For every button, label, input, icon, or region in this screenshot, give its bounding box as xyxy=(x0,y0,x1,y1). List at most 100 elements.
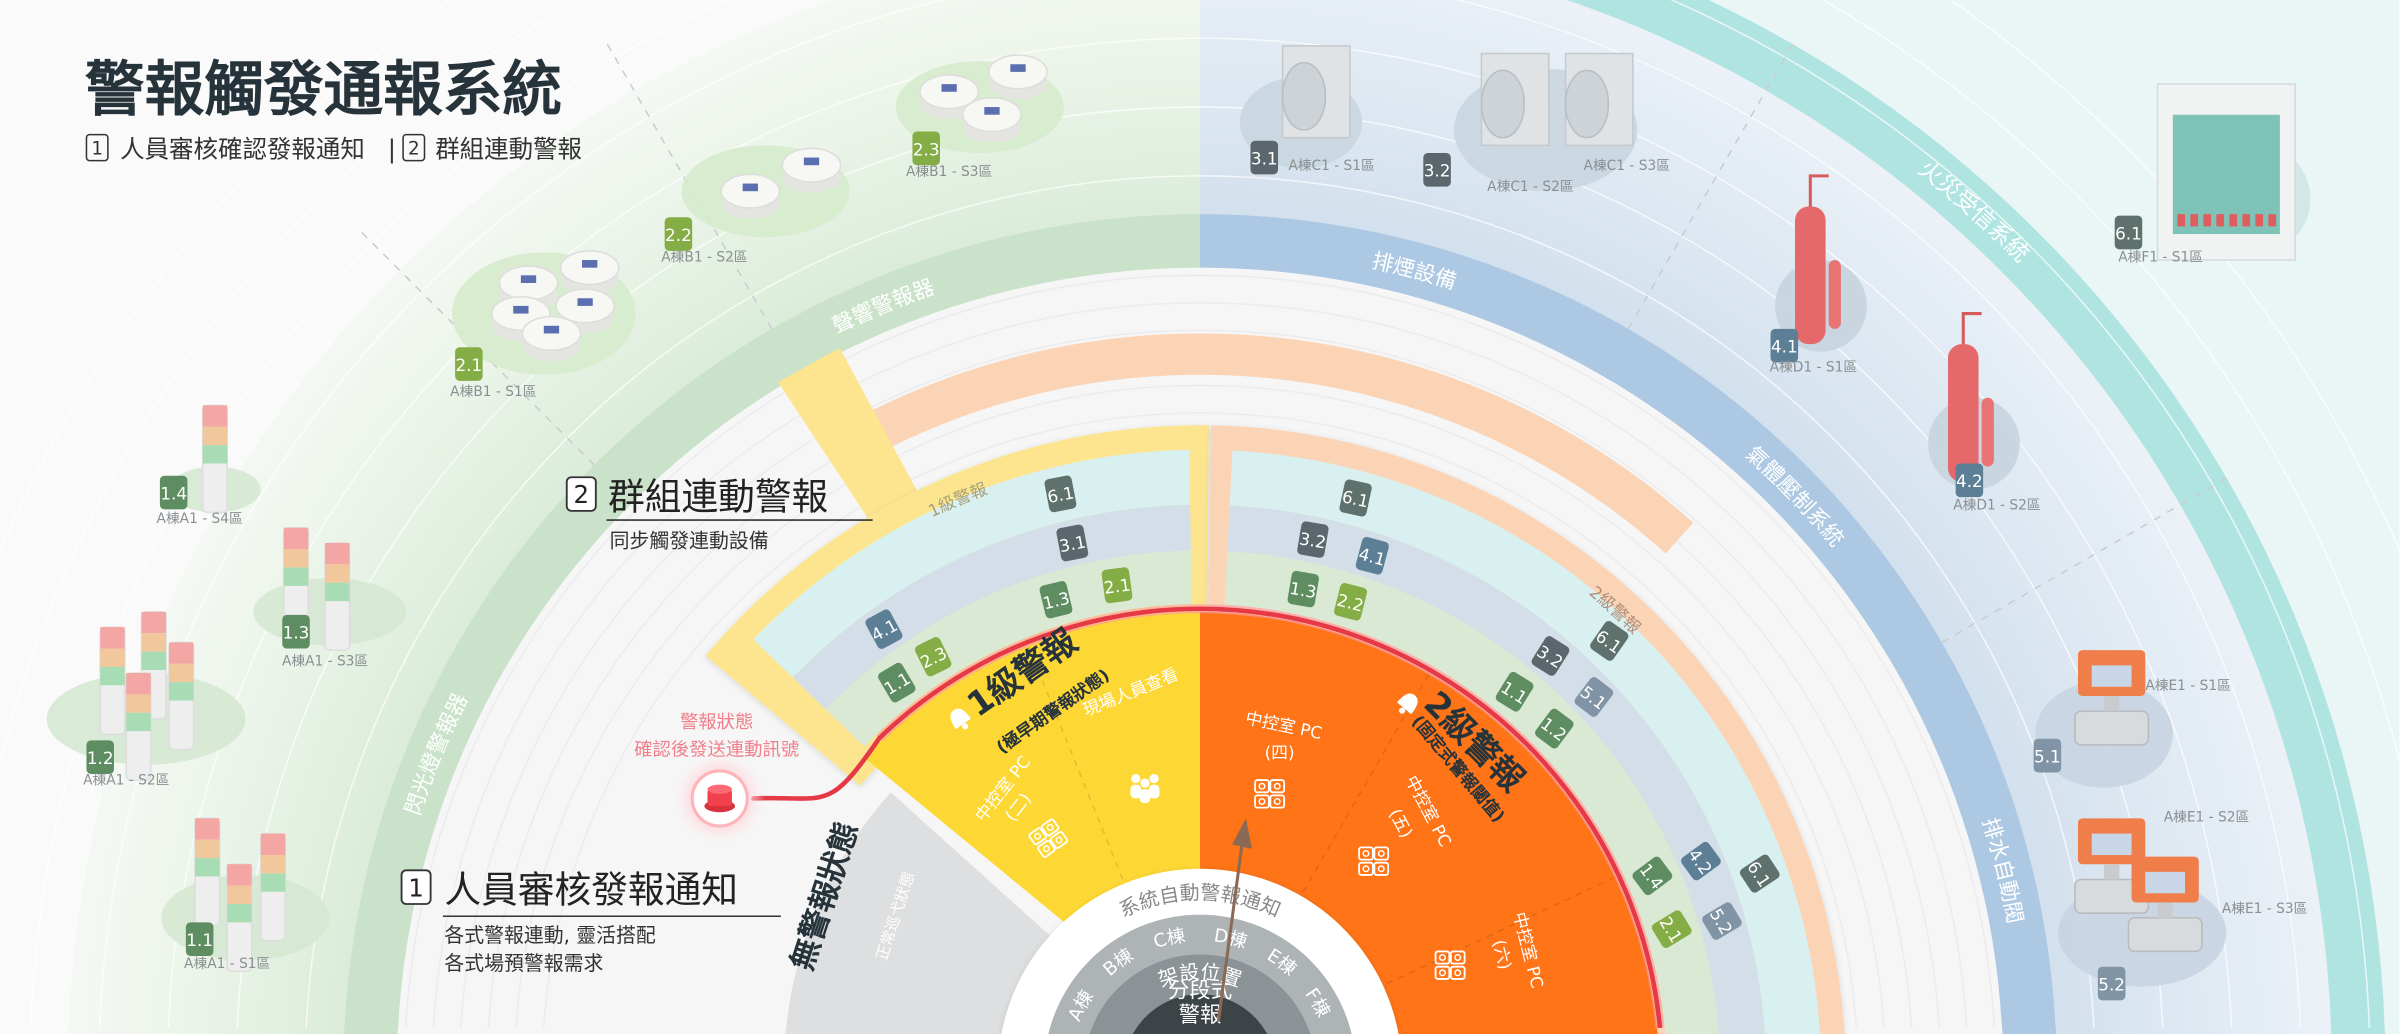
valve-stem xyxy=(2157,902,2173,918)
pc-dot xyxy=(1438,954,1446,962)
level2-connector-arc xyxy=(853,333,1694,554)
badge-bg xyxy=(455,347,483,381)
gas-cylinder-small xyxy=(1828,260,1841,329)
badge-bg xyxy=(86,740,114,774)
subtitle-group: 群組連動警報 xyxy=(435,135,582,164)
tower-green xyxy=(283,567,309,586)
panel-indicator xyxy=(2242,214,2251,227)
level1-connector xyxy=(778,347,919,521)
badge-1-4: 1.4 xyxy=(1632,856,1673,896)
badge-bg xyxy=(1531,636,1570,676)
badge-6-1: 6.1 xyxy=(1044,475,1077,513)
pc-dot xyxy=(1454,954,1462,962)
detector-top xyxy=(498,265,559,301)
pc-dot xyxy=(1273,782,1281,790)
tower-amber xyxy=(283,549,309,568)
button-top xyxy=(707,784,732,794)
gas-cylinder xyxy=(1795,206,1826,345)
badge-5-2: 5.2 xyxy=(2097,966,2126,1001)
guide-ring xyxy=(305,175,2095,1028)
badge-2-2: 2.2 xyxy=(664,217,693,251)
callout-number-box xyxy=(565,476,597,512)
badge-5-2: 5.2 xyxy=(1702,902,1742,940)
badge-bg xyxy=(1702,902,1742,940)
people-icon xyxy=(1130,773,1160,804)
tower-green xyxy=(126,712,151,732)
level1-band-green xyxy=(825,550,1192,747)
pc-monitor xyxy=(1269,794,1286,809)
tower-red xyxy=(325,543,350,565)
device-location-label: A棟D1 - S2區 xyxy=(1953,497,2040,513)
pc-monitor xyxy=(1037,839,1056,858)
tower-green xyxy=(169,682,194,701)
badge-1-4: 1.4 xyxy=(159,475,188,510)
fan-wheel xyxy=(1564,69,1610,139)
detector-label xyxy=(577,298,593,306)
valve-plate xyxy=(2091,833,2132,856)
pc-monitor xyxy=(1373,846,1390,861)
number-box-1 xyxy=(85,133,109,162)
badge-bg xyxy=(878,662,916,703)
badge-3-2: 3.2 xyxy=(1423,152,1451,187)
badge-1-2: 1.2 xyxy=(86,740,114,774)
alarm-state-callout: 警報狀態 確認後發送連動訊號 xyxy=(634,712,799,761)
pc-dot xyxy=(1377,849,1385,858)
gas-cylinder-small xyxy=(1981,397,1994,467)
person-body xyxy=(1139,789,1151,804)
alarm-confirm-button[interactable] xyxy=(673,752,766,845)
badge-label: 4.2 xyxy=(1956,471,1983,491)
panel-indicator xyxy=(2268,214,2277,227)
valve-body xyxy=(2074,710,2150,746)
badge-6-1: 6.1 xyxy=(1339,479,1372,517)
tower-green xyxy=(227,903,252,923)
badge-bg xyxy=(2033,738,2062,773)
pc-dot xyxy=(1362,865,1370,873)
person-head xyxy=(1149,773,1159,784)
valve-plate xyxy=(2145,871,2186,894)
badge-bg xyxy=(865,609,903,649)
tower-amber xyxy=(195,839,220,859)
badge-bg xyxy=(1101,567,1133,604)
badge-2-1: 2.1 xyxy=(1651,910,1692,948)
badge-label: 1.3 xyxy=(1288,578,1318,602)
pc-dot xyxy=(1258,797,1266,806)
pc-monitor xyxy=(1358,846,1374,861)
detector-label xyxy=(984,107,1000,115)
guide-ring xyxy=(515,384,1885,1028)
badge-bg xyxy=(1339,479,1372,517)
level2-pc6-icon xyxy=(1434,950,1466,980)
pc-dot xyxy=(1454,969,1462,977)
detector-label xyxy=(543,325,560,334)
sector-divider xyxy=(1386,876,1617,985)
alarm-signal-line xyxy=(751,736,882,801)
badge-label: 3.1 xyxy=(1251,148,1278,168)
arrow-line xyxy=(1216,838,1245,1022)
detector-label xyxy=(513,305,529,314)
badge-1-2: 1.2 xyxy=(1535,708,1574,749)
level1-bell-icon xyxy=(950,708,971,730)
callout-desc-line1: 各式警報連動, 靈活搭配 xyxy=(444,924,656,947)
guide-ring xyxy=(432,302,1968,1028)
badge-bg xyxy=(1495,671,1534,712)
page-title: 警報觸發通報系統 xyxy=(85,56,562,125)
core-circle xyxy=(1123,994,1277,1034)
level1-band-blue xyxy=(792,504,1191,710)
panel-indicator xyxy=(2216,214,2225,227)
badge-bg xyxy=(1355,537,1389,575)
bell-body xyxy=(950,708,971,730)
badge-3-1: 3.1 xyxy=(1056,524,1089,562)
callout-title: 群組連動警報 xyxy=(608,475,828,518)
pc-monitor xyxy=(1373,861,1390,876)
badge-label: 5.2 xyxy=(2098,974,2125,994)
badge-1-1: 1.1 xyxy=(185,922,214,956)
pc-monitor xyxy=(1254,779,1270,794)
badge-bg xyxy=(1651,910,1692,948)
header: 警報觸發通報系統 1 人員審核確認發報通知 | 2 群組連動警報 xyxy=(85,56,582,163)
badge-bg xyxy=(159,475,188,510)
badge-label: 2.3 xyxy=(913,139,940,159)
badge-bg xyxy=(1770,328,1799,363)
